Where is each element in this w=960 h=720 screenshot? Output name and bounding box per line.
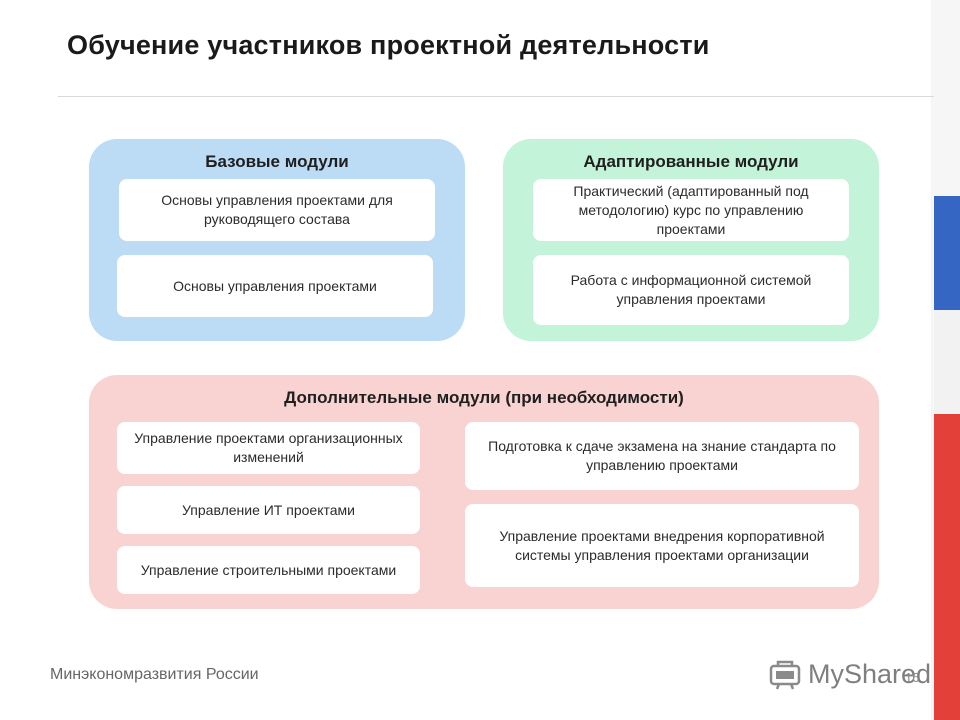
flag-stripe-blue <box>934 196 960 310</box>
card-additional-right-1: Подготовка к сдаче экзамена на знание ст… <box>465 422 859 490</box>
flag-stripe-white-lower <box>934 310 960 414</box>
card-additional-left-1-text: Управление проектами организационных изм… <box>134 430 403 465</box>
page-number: 16 <box>905 670 920 685</box>
card-adapted-2: Работа с информационной системой управле… <box>533 255 849 325</box>
card-adapted-1-text: Практический (адаптированный под методол… <box>573 182 809 237</box>
card-additional-left-3-text: Управление строительными проектами <box>140 561 397 578</box>
panel-adapted-title: Адаптированные модули <box>583 152 799 171</box>
myshared-logo-icon <box>769 660 801 690</box>
watermark-text: MyShared <box>808 658 932 689</box>
panel-basic-title: Базовые модули <box>205 152 349 171</box>
slide-title: Обучение участников проектной деятельнос… <box>67 30 710 60</box>
card-adapted-1: Практический (адаптированный под методол… <box>533 179 849 241</box>
card-basic-1: Основы управления проектами для руководя… <box>119 179 435 241</box>
card-additional-left-1: Управление проектами организационных изм… <box>117 422 420 474</box>
card-basic-1-text: Основы управления проектами для руководя… <box>161 192 393 227</box>
card-additional-left-2: Управление ИТ проектами <box>117 486 420 534</box>
card-additional-right-2-text: Управление проектами внедрения корпорати… <box>499 527 825 563</box>
card-additional-right-2: Управление проектами внедрения корпорати… <box>465 504 859 587</box>
title-divider <box>58 96 934 97</box>
panel-basic-modules: Базовые модули Основы управления проекта… <box>89 139 465 341</box>
panel-additional-title: Дополнительные модули (при необходимости… <box>284 388 684 407</box>
card-additional-left-2-text: Управление ИТ проектами <box>182 501 355 518</box>
watermark: MyShared <box>768 656 931 692</box>
card-additional-left-3: Управление строительными проектами <box>117 546 420 594</box>
flag-stripe-red <box>934 414 960 720</box>
card-basic-2: Основы управления проектами <box>117 255 433 317</box>
card-basic-2-text: Основы управления проектами <box>173 277 377 294</box>
card-adapted-2-text: Работа с информационной системой управле… <box>570 272 812 307</box>
panel-adapted-modules: Адаптированные модули Практический (адап… <box>503 139 879 341</box>
footer-ministry: Минэкономразвития России <box>50 666 259 683</box>
flag-stripe-white <box>934 0 960 196</box>
panel-additional-modules: Дополнительные модули (при необходимости… <box>89 375 879 609</box>
card-additional-right-1-text: Подготовка к сдаче экзамена на знание ст… <box>488 438 836 473</box>
